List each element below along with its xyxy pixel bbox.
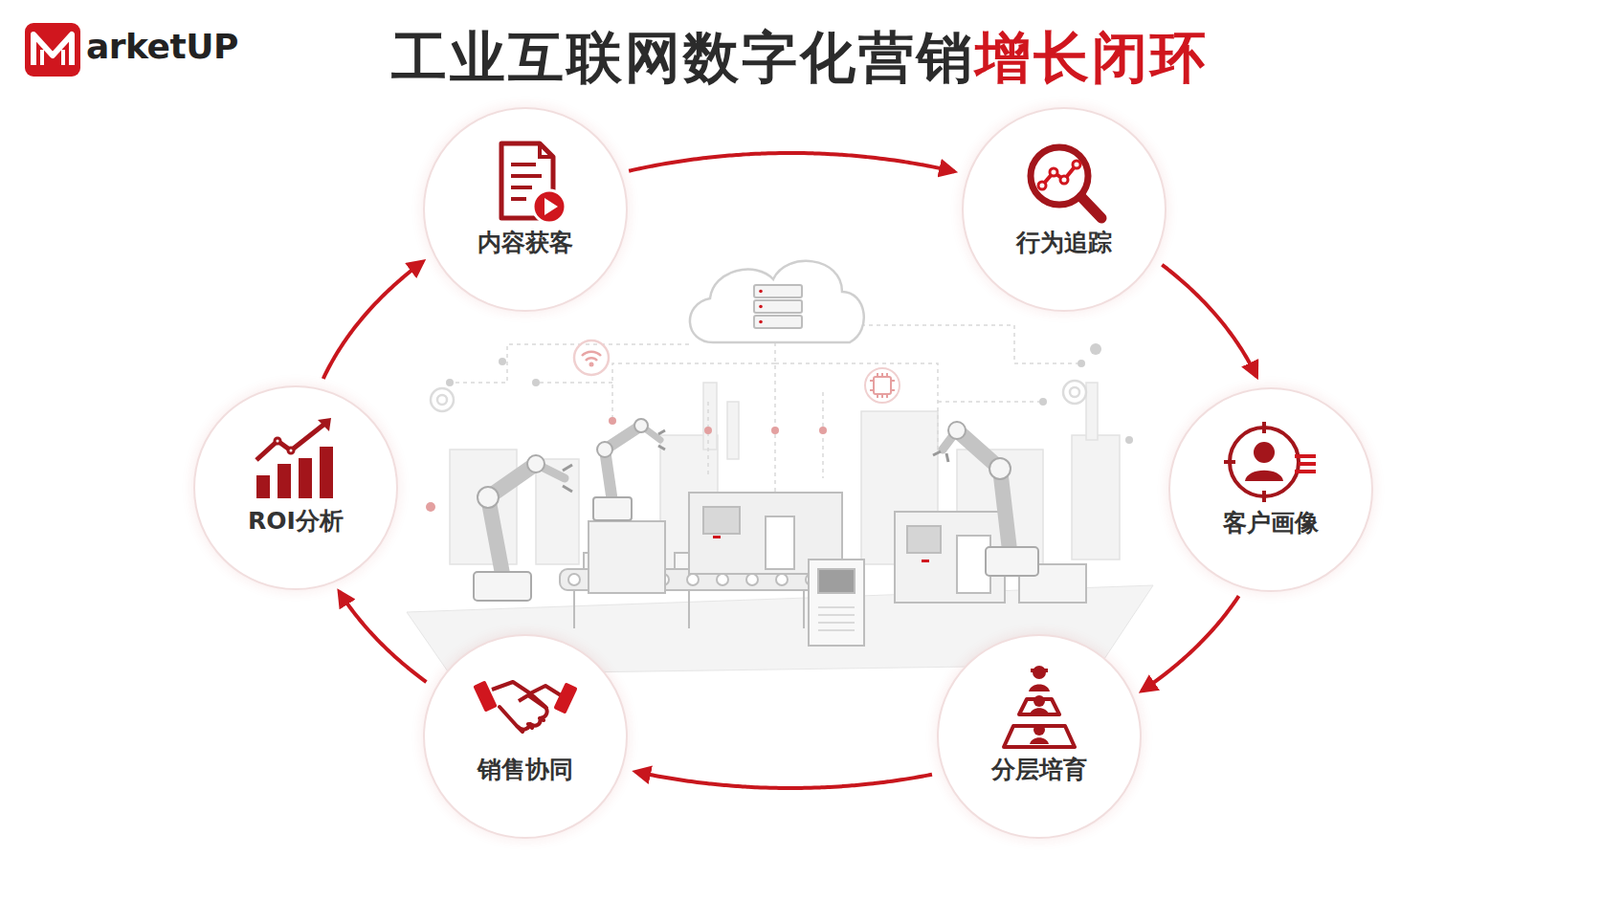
title-accent: 增长闭环 — [975, 24, 1209, 90]
step-circle: 行为追踪 — [961, 107, 1167, 312]
step-icon — [243, 412, 349, 509]
step-label: 客户画像 — [1170, 507, 1372, 539]
step-label: ROI分析 — [195, 505, 397, 537]
step-label: 销售协同 — [424, 754, 626, 786]
cycle-arrow — [635, 772, 933, 789]
step-circle: 内容获客 — [422, 107, 628, 312]
step-icon — [1011, 133, 1117, 230]
step-circle: 分层培育 — [936, 634, 1142, 840]
cycle-arrow — [628, 153, 955, 172]
step-icon — [472, 661, 578, 757]
step-label: 行为追踪 — [963, 226, 1165, 259]
step-circle: ROI分析 — [193, 385, 399, 591]
step-icon — [1218, 414, 1324, 511]
logo-word: arketUP — [86, 26, 239, 67]
step-icon — [986, 661, 1092, 757]
title-text: 工业互联网数字化营销 — [391, 24, 976, 90]
cycle-arrow — [1141, 596, 1239, 691]
step-circle: 客户画像 — [1168, 387, 1374, 593]
logo-text: arketUP — [86, 26, 239, 67]
step-icon — [472, 133, 578, 230]
step-circle: 销售协同 — [422, 634, 628, 840]
step-label: 内容获客 — [424, 226, 626, 259]
step-label: 分层培育 — [938, 754, 1140, 786]
cycle-arrow — [323, 262, 423, 379]
cycle-arrow — [338, 592, 426, 684]
title-block: 工业互联网数字化营销增长闭环 — [0, 21, 1600, 96]
logo-mark — [24, 22, 81, 77]
cycle-arrow — [1161, 265, 1257, 378]
